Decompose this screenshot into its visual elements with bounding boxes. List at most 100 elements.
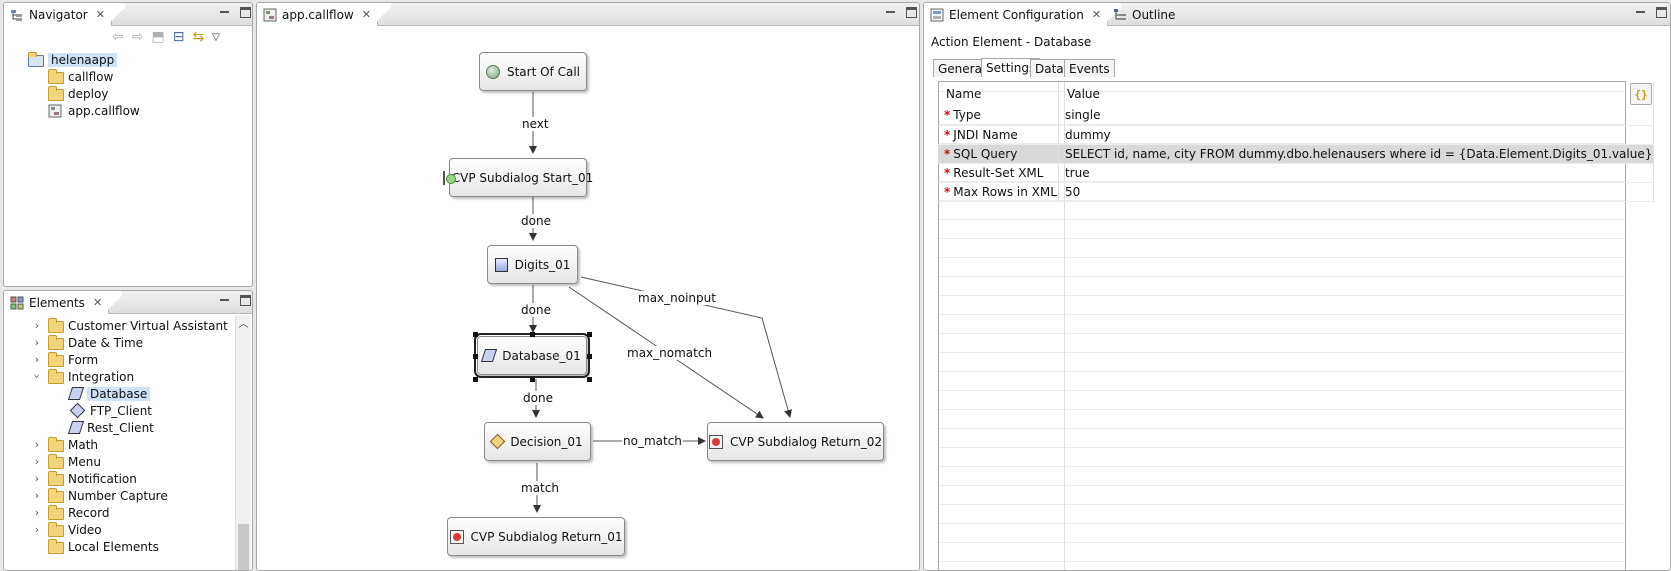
tree-item-rest-client[interactable]: Rest_Client — [67, 419, 154, 436]
link-editor-icon[interactable]: ⇆ — [192, 29, 205, 45]
close-icon[interactable]: ✕ — [95, 8, 105, 21]
node-decision[interactable]: Decision_01 — [484, 422, 591, 461]
chevron-right-icon[interactable]: › — [34, 319, 40, 332]
folder-icon — [48, 453, 64, 469]
tree-item-deploy[interactable]: deploy — [48, 85, 108, 102]
table-row[interactable]: *Max Rows in XML 50 — [938, 182, 1655, 202]
node-digits[interactable]: Digits_01 — [487, 245, 578, 284]
node-database[interactable]: Database_01 — [474, 333, 590, 378]
tab-outline[interactable]: Outline — [1107, 3, 1181, 26]
selection-handle[interactable] — [530, 377, 535, 382]
close-icon[interactable]: ✕ — [1091, 8, 1102, 21]
project-icon — [28, 51, 44, 67]
tree-item-notification[interactable]: › Notification — [32, 470, 137, 487]
chevron-right-icon[interactable]: › — [34, 438, 40, 451]
setting-name: *JNDI Name — [938, 125, 1059, 145]
tree-item-label: Math — [68, 437, 99, 452]
table-row[interactable]: *Result-Set XML true — [938, 163, 1655, 183]
close-icon[interactable]: ✕ — [92, 296, 103, 309]
selection-handle[interactable] — [587, 377, 592, 382]
subtab-events[interactable]: Events — [1064, 59, 1115, 77]
chevron-right-icon[interactable]: › — [34, 523, 40, 536]
minimize-icon[interactable] — [1635, 7, 1646, 18]
tree-item-label: Number Capture — [68, 488, 168, 503]
tree-item-menu[interactable]: › Menu — [32, 453, 101, 470]
selection-handle[interactable] — [473, 377, 478, 382]
subtab-general[interactable]: General — [933, 59, 991, 77]
selection-handle[interactable] — [587, 332, 592, 337]
node-cvp-subdialog-start[interactable]: CVP Subdialog Start_01 — [442, 158, 593, 197]
subtab-data[interactable]: Data — [1030, 59, 1069, 77]
up-folder-icon[interactable]: ⬒ — [151, 29, 165, 45]
chevron-right-icon[interactable]: › — [34, 455, 40, 468]
selection-handle[interactable] — [587, 354, 592, 359]
edge-label-max-noinput: max_noinput — [637, 291, 717, 305]
maximize-icon[interactable] — [906, 7, 917, 18]
chevron-right-icon[interactable]: › — [34, 336, 40, 349]
chevron-down-icon[interactable]: › — [30, 374, 44, 379]
edge-max-noinput[interactable] — [580, 276, 792, 418]
elements-scrollbar[interactable]: ︿ — [235, 315, 251, 570]
tree-item-date-time[interactable]: › Date & Time — [32, 334, 143, 351]
maximize-icon[interactable] — [240, 295, 251, 306]
back-arrow-icon[interactable]: ⇦ — [112, 29, 124, 45]
close-icon[interactable]: ✕ — [361, 8, 371, 21]
subtab-settings[interactable]: Settings — [981, 58, 1041, 77]
node-cvp-subdialog-return-02[interactable]: CVP Subdialog Return_02 — [707, 422, 884, 461]
setting-value[interactable]: single — [1058, 106, 1655, 126]
tree-item-number-capture[interactable]: › Number Capture — [32, 487, 168, 504]
tree-item-record[interactable]: › Record — [32, 504, 109, 521]
chevron-right-icon[interactable]: › — [34, 506, 40, 519]
tree-item-callflow[interactable]: callflow — [48, 68, 113, 85]
tab-app-callflow[interactable]: app.callflow ✕ — [257, 3, 391, 26]
scrollbar-thumb[interactable] — [238, 524, 249, 570]
edge-label-done: done — [520, 303, 552, 317]
chevron-right-icon[interactable]: › — [34, 489, 40, 502]
subdialog-return-icon — [449, 529, 464, 544]
setting-name: *SQL Query — [938, 144, 1059, 164]
edge-label-max-nomatch: max_nomatch — [626, 346, 714, 360]
node-start-of-call[interactable]: Start Of Call — [479, 52, 587, 91]
tree-item-local-elements[interactable]: Local Elements — [48, 538, 159, 555]
tree-item-ftp-client[interactable]: FTP_Client — [69, 402, 152, 419]
forward-arrow-icon[interactable]: ⇨ — [131, 29, 144, 45]
table-row-selected[interactable]: *SQL Query SELECT id, name, city FROM du… — [938, 144, 1655, 164]
minimize-icon[interactable] — [219, 7, 230, 18]
tree-item-label: callflow — [68, 69, 114, 84]
tree-item-math[interactable]: › Math — [32, 436, 98, 453]
selection-handle[interactable] — [473, 354, 478, 359]
tab-element-configuration[interactable]: Element Configuration ✕ — [924, 3, 1122, 26]
folder-icon — [48, 470, 64, 486]
tree-item-integration[interactable]: › Integration — [30, 368, 134, 385]
table-row[interactable]: *Type single — [938, 106, 1655, 126]
setting-value[interactable]: true — [1058, 163, 1655, 183]
setting-value[interactable]: SELECT id, name, city FROM dummy.dbo.hel… — [1058, 144, 1655, 164]
minimize-icon[interactable] — [885, 7, 896, 18]
setting-value[interactable]: dummy — [1058, 125, 1655, 145]
maximize-icon[interactable] — [240, 7, 251, 18]
minimize-icon[interactable] — [219, 295, 230, 306]
view-menu-icon[interactable]: ▽ — [212, 32, 220, 43]
tree-item-form[interactable]: › Form — [32, 351, 98, 368]
scroll-up-icon[interactable]: ︿ — [238, 319, 249, 330]
tree-item-video[interactable]: › Video — [32, 521, 102, 538]
config-tabbar: Element Configuration ✕ Outline — [924, 3, 1670, 26]
maximize-icon[interactable] — [1656, 7, 1667, 18]
outline-icon — [1113, 8, 1127, 22]
chevron-right-icon[interactable]: › — [34, 472, 40, 485]
node-cvp-subdialog-return-01[interactable]: CVP Subdialog Return_01 — [447, 517, 625, 556]
editor-view: app.callflow ✕ next done done done max_ — [256, 2, 920, 571]
tree-item-app-callflow[interactable]: app.callflow — [48, 102, 140, 119]
selection-handle[interactable] — [530, 332, 535, 337]
tab-navigator[interactable]: Navigator ✕ — [4, 3, 125, 26]
selection-handle[interactable] — [473, 332, 478, 337]
tree-item-database[interactable]: Database — [67, 385, 151, 402]
edge-label-done: done — [520, 214, 552, 228]
collapse-all-icon[interactable]: ⊟ — [172, 29, 185, 45]
table-row[interactable]: *JNDI Name dummy — [938, 125, 1655, 145]
chevron-right-icon[interactable]: › — [34, 353, 40, 366]
tree-item-customer-virtual-assistant[interactable]: › Customer Virtual Assistant — [32, 317, 228, 334]
setting-value[interactable]: 50 — [1058, 182, 1655, 202]
tree-item-helenaapp[interactable]: helenaapp — [28, 51, 118, 68]
tab-elements[interactable]: Elements ✕ — [4, 291, 123, 314]
